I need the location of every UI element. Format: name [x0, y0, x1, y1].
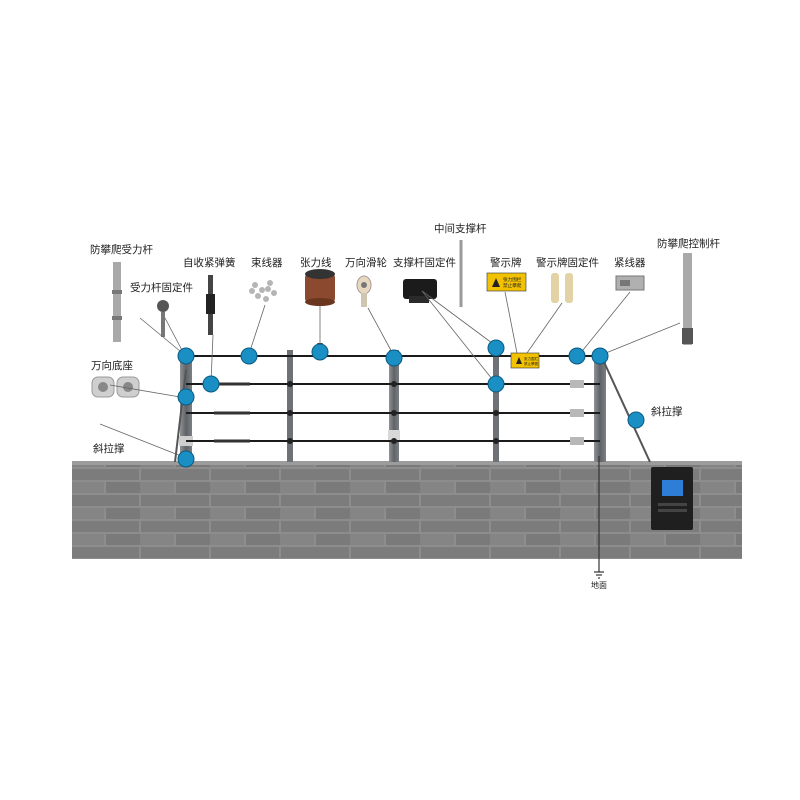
label-force-post-fixture: 受力杆固定件	[130, 282, 193, 294]
spring-image	[206, 275, 215, 335]
marker	[568, 347, 586, 365]
label-force-post: 防攀爬受力杆	[90, 244, 153, 256]
universal-base-image	[91, 376, 140, 398]
marker	[487, 375, 505, 393]
warning-sign-fixture-image	[551, 273, 573, 303]
support-post-3	[493, 350, 499, 462]
support-post-2	[389, 350, 399, 462]
leader-lines	[99, 290, 681, 459]
force-post-fixture-image	[157, 300, 169, 337]
controller-box	[651, 467, 693, 530]
diagonal-brace-left	[174, 369, 187, 463]
diagonal-brace-right	[603, 361, 651, 463]
marker	[240, 347, 258, 365]
sign-image-text-2: 禁止攀爬	[503, 282, 522, 289]
label-self-retracting-spring: 自收紧弹簧	[183, 257, 236, 269]
marker	[202, 375, 220, 393]
tightener-image	[615, 275, 645, 291]
wire-nodes	[287, 381, 499, 444]
force-post-left	[180, 350, 192, 462]
marker	[177, 347, 195, 365]
fence-posts	[179, 350, 606, 462]
label-control-post: 防攀爬控制杆	[657, 238, 720, 250]
label-diagonal-brace-right: 斜拉撑	[651, 406, 683, 418]
component-images: 张力围栏 禁止攀爬	[91, 240, 693, 398]
warning-sign-on-fence: 张力围栏 禁止攀爬	[510, 352, 540, 369]
marker	[177, 388, 195, 406]
sign-image-text-1: 张力围栏	[503, 276, 522, 283]
label-wire-tightener: 紧线器	[614, 257, 646, 269]
marker	[385, 349, 403, 367]
label-tension-wire: 张力线	[300, 257, 332, 269]
springs	[214, 382, 250, 443]
marker	[627, 411, 645, 429]
ground-wire	[594, 456, 604, 579]
tension-wire-image	[305, 269, 335, 306]
marker	[177, 450, 195, 468]
pulley-image	[356, 275, 372, 307]
label-cable-binder: 束线器	[251, 257, 283, 269]
label-universal-base: 万向底座	[91, 360, 133, 372]
wire-tighteners	[570, 380, 584, 445]
warning-sign-image: 张力围栏 禁止攀爬	[486, 272, 527, 292]
force-post-image	[112, 262, 122, 342]
post-clamp	[388, 430, 400, 442]
marker	[591, 347, 609, 365]
sign-text-1: 张力围栏	[524, 356, 539, 361]
support-post-1	[287, 350, 293, 462]
marker	[487, 339, 505, 357]
label-ground: 地面	[591, 581, 607, 590]
brick-wall	[72, 461, 742, 559]
cable-binder-image	[249, 280, 277, 302]
control-post-right	[594, 350, 606, 462]
label-support-post-fixture: 支撑杆固定件	[393, 257, 456, 269]
control-post-image	[682, 253, 693, 345]
sign-text-2: 禁止攀爬	[524, 361, 539, 366]
label-universal-pulley: 万向滑轮	[345, 257, 387, 269]
label-warning-sign-fixture: 警示牌固定件	[536, 257, 599, 269]
label-diagonal-brace-left: 斜拉撑	[93, 443, 125, 455]
marker	[311, 343, 329, 361]
support-post-fixture-image	[403, 279, 437, 303]
callout-markers	[177, 339, 645, 468]
label-warning-sign: 警示牌	[490, 257, 522, 269]
label-middle-support-post: 中间支撑杆	[434, 223, 487, 235]
